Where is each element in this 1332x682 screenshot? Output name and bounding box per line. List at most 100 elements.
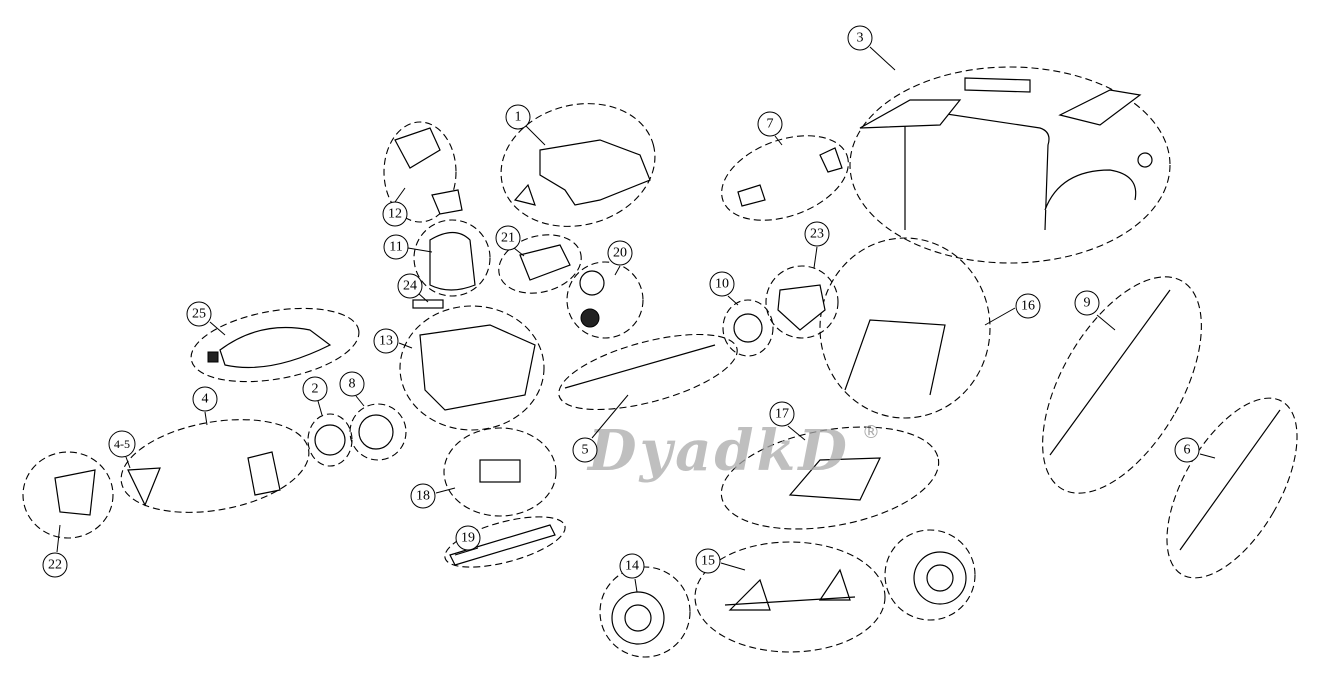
part-shaft xyxy=(564,344,716,389)
svg-text:13: 13 xyxy=(379,334,393,349)
part-control-left xyxy=(859,99,962,129)
callout-12: 12 xyxy=(382,201,408,227)
callout-14: 14 xyxy=(619,553,645,579)
callout-15: 15 xyxy=(695,548,721,574)
group-16 xyxy=(819,237,991,419)
group-8 xyxy=(349,403,407,461)
group-21 xyxy=(498,234,582,294)
part-knob xyxy=(1137,152,1153,168)
group-wheel-right xyxy=(884,529,976,621)
callout-8: 8 xyxy=(339,371,365,397)
part-belt-cover xyxy=(54,469,96,516)
part-cable xyxy=(1179,409,1281,551)
group-3 xyxy=(849,66,1171,264)
callout-6: 6 xyxy=(1174,437,1200,463)
svg-text:15: 15 xyxy=(701,554,715,569)
svg-text:22: 22 xyxy=(48,558,62,573)
part-bail xyxy=(964,77,1031,93)
group-19 xyxy=(444,516,566,568)
part-triangle-clip xyxy=(513,183,536,206)
part-scraper xyxy=(449,524,556,566)
part-auger xyxy=(219,326,332,369)
svg-text:14: 14 xyxy=(625,559,639,574)
part-wheel-left-hub xyxy=(624,604,652,632)
callout-22: 22 xyxy=(42,552,68,578)
callout-19: 19 xyxy=(455,525,481,551)
callout-2: 2 xyxy=(302,376,328,402)
callout-18: 18 xyxy=(410,483,436,509)
part-belt xyxy=(127,467,161,507)
parts xyxy=(54,77,1281,645)
svg-text:25: 25 xyxy=(192,307,206,322)
watermark: DyadkD xyxy=(586,418,850,484)
part-wheel-cover xyxy=(314,424,346,456)
group-11 xyxy=(413,219,491,297)
part-housing-cover xyxy=(539,139,651,206)
svg-text:19: 19 xyxy=(461,531,475,546)
part-rod xyxy=(1049,289,1171,456)
group-23 xyxy=(765,265,839,339)
svg-text:23: 23 xyxy=(810,227,824,242)
part-chute-cap xyxy=(394,127,441,169)
callout-5: 5 xyxy=(572,437,598,463)
group-12 xyxy=(383,121,457,223)
svg-text:16: 16 xyxy=(1021,299,1035,314)
callout-24: 24 xyxy=(397,273,423,299)
callout-17: 17 xyxy=(769,401,795,427)
callout-21: 21 xyxy=(495,225,521,251)
group-5 xyxy=(558,333,738,411)
svg-text:6: 6 xyxy=(1184,443,1191,458)
group-6 xyxy=(1166,397,1298,579)
part-control-right xyxy=(1058,89,1142,126)
part-wheel-right-hub xyxy=(926,564,954,592)
svg-text:4-5: 4-5 xyxy=(114,437,130,451)
svg-text:24: 24 xyxy=(403,279,417,294)
svg-text:20: 20 xyxy=(613,246,627,261)
svg-text:4: 4 xyxy=(202,392,209,407)
part-lever xyxy=(737,184,766,207)
callout-23: 23 xyxy=(804,221,830,247)
callout-9: 9 xyxy=(1074,290,1100,316)
group-10 xyxy=(722,299,774,357)
group-7 xyxy=(721,135,849,221)
group-18 xyxy=(443,427,557,517)
svg-text:21: 21 xyxy=(501,231,515,246)
svg-text:2: 2 xyxy=(312,382,319,397)
callout-10: 10 xyxy=(709,271,735,297)
svg-text:17: 17 xyxy=(775,407,789,422)
callout-7: 7 xyxy=(757,111,783,137)
callout-4: 4 xyxy=(192,386,218,412)
group-4 xyxy=(120,419,310,513)
group-2 xyxy=(307,413,353,467)
group-17 xyxy=(720,426,940,530)
callout-16: 16 xyxy=(1015,293,1041,319)
callout-13: 13 xyxy=(373,328,399,354)
part-upper-handle xyxy=(904,109,1050,231)
part-axle xyxy=(724,596,856,606)
svg-text:18: 18 xyxy=(416,489,430,504)
svg-text:3: 3 xyxy=(857,31,864,46)
svg-text:8: 8 xyxy=(349,377,356,392)
svg-text:1: 1 xyxy=(515,110,522,125)
part-triangle-plate xyxy=(777,284,826,331)
callout-20: 20 xyxy=(607,240,633,266)
part-flange xyxy=(733,313,763,343)
group-15 xyxy=(694,541,886,653)
watermark-registered: ® xyxy=(862,422,880,443)
svg-text:12: 12 xyxy=(388,207,402,222)
callout-25: 25 xyxy=(186,301,212,327)
part-handle-knob xyxy=(819,147,843,173)
group-25 xyxy=(190,307,360,383)
part-lower-handle xyxy=(844,319,946,396)
group-22 xyxy=(22,451,114,539)
callouts: 1 2 3 4 4-5 5 6 7 8 9 10 11 12 13 14 15 … xyxy=(42,25,1200,579)
group-1 xyxy=(500,103,656,227)
group-20 xyxy=(566,261,644,339)
leader-lines xyxy=(56,46,1216,593)
part-chute xyxy=(429,231,476,291)
group-ellipses xyxy=(22,66,1298,658)
svg-text:9: 9 xyxy=(1084,296,1091,311)
group-14 xyxy=(599,566,691,658)
part-motor xyxy=(479,459,521,483)
